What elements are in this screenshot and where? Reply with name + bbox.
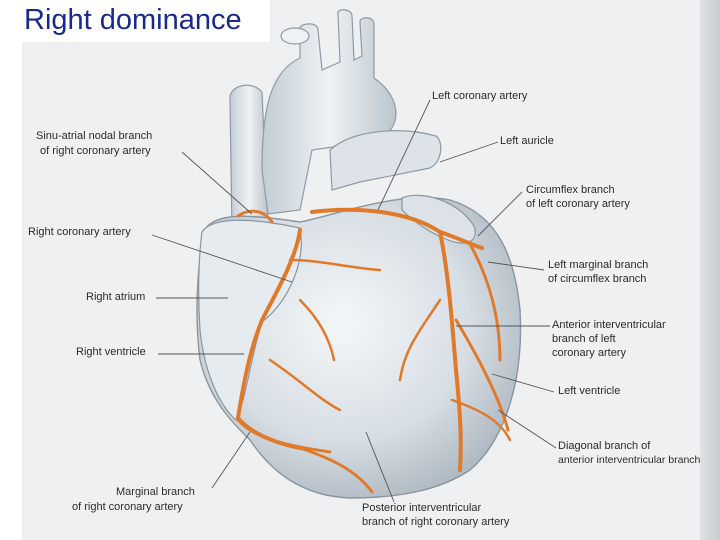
slide-title: Right dominance [24,4,242,36]
label-circumflex-line1: Circumflex branch [526,184,615,196]
label-sa-nodal-line2: of right coronary artery [40,145,151,157]
right-atrium-shape [198,219,302,421]
title-background [0,0,270,42]
great-vessels [229,9,442,233]
label-right-atrium: Right atrium [86,291,146,303]
label-left-marginal-line1: Left marginal branch [548,259,649,271]
page-edge-shadow [700,0,720,540]
left-coronary-circumflex-path [310,207,484,250]
sa-nodal-branch-path [236,209,274,224]
leader-lines [151,99,557,503]
label-diagonal-line1: Diagonal branch of [558,440,651,452]
label-posterior-iv-line2: branch of right coronary artery [362,516,510,528]
label-anterior-iv-line2: branch of left [552,333,616,345]
left-marginal-branch-path [468,242,502,362]
label-left-marginal-line2: of circumflex branch [548,273,647,285]
label-left-coronary-artery: Left coronary artery [432,90,528,102]
label-marginal-line2: of right coronary artery [72,501,183,513]
label-anterior-iv-line1: Anterior interventricular [552,319,666,331]
label-posterior-iv-line1: Posterior interventricular [362,502,482,514]
branch-3 [268,358,342,412]
label-diagonal-line2: anterior interventricular branch [558,454,701,466]
label-right-ventricle: Right ventricle [76,346,146,358]
label-right-coronary-artery: Right coronary artery [28,226,131,238]
label-left-ventricle: Left ventricle [558,385,621,397]
anterior-interventricular-path [438,230,463,472]
vessel-opening [280,27,310,45]
diagonal-branch-path [454,318,510,432]
label-marginal-line1: Marginal branch [116,486,195,498]
label-anterior-iv-line3: coronary artery [552,347,626,359]
left-auricle-shape [401,194,476,244]
marginal-branch-path [236,418,332,454]
label-left-auricle: Left auricle [500,135,554,147]
aorta [261,9,397,215]
branch-5 [450,398,512,442]
pulmonary-trunk [329,130,442,191]
branch-1 [288,258,382,272]
branch-2 [298,298,336,362]
label-circumflex-line2: of left coronary artery [526,198,630,210]
branch-4 [398,298,442,382]
label-sa-nodal-line1: Sinu-atrial nodal branch [36,130,153,142]
posterior-interventricular-path [298,446,374,494]
